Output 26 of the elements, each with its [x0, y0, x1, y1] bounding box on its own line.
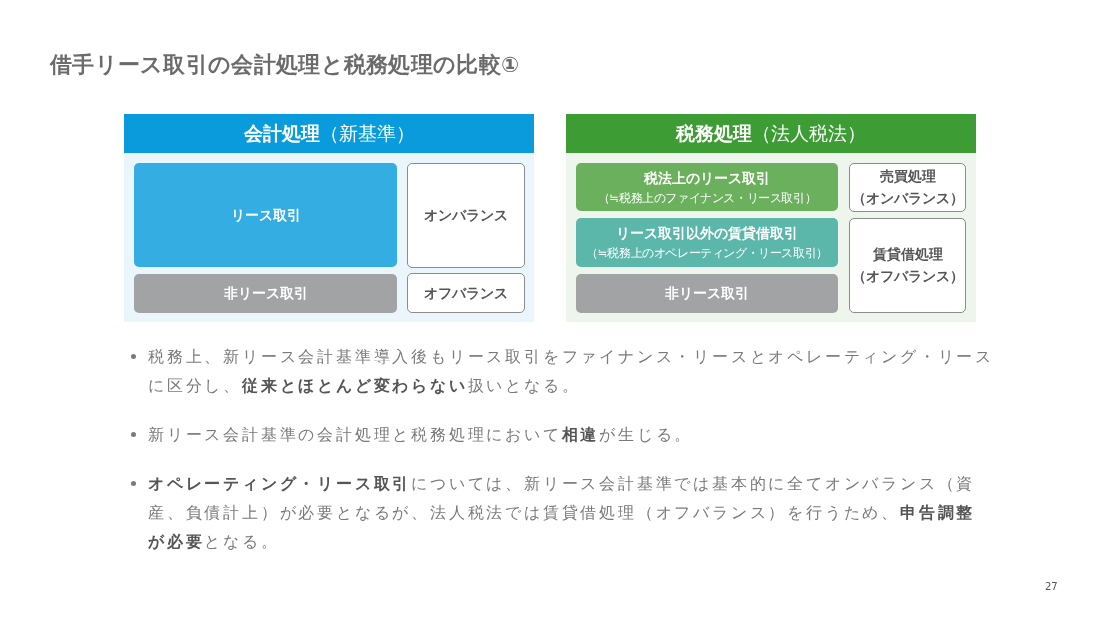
block-title: 賃貸借処理	[872, 245, 943, 264]
comparison-panel	[566, 114, 976, 322]
block-title: 売買処理	[879, 167, 936, 186]
category-block: 非リース取引	[134, 274, 397, 313]
block-note: （≒税務上のオペレーティング・リース取引）	[586, 246, 828, 261]
category-block	[576, 218, 838, 267]
category-block: 非リース取引	[576, 274, 838, 313]
slide-title: 借手リース取引の会計処理と税務処理の比較①	[50, 51, 520, 79]
block-title: リース取引以外の賃貸借取引	[616, 224, 798, 243]
bullet-text: 税務上、新リース会計基準導入後もリース取引をファイナンス・リースとオペレーティング・リースに区分し、従来とほとんど変わらない扱いとなる。	[148, 346, 995, 397]
category-block: リース取引	[134, 163, 397, 267]
block-subtitle: （オフバランス）	[851, 267, 964, 286]
bullet-text: オペレーティング・リース取引については、新リース会計基準では基本的に全てオンバランス（資産、負債計上）が必要となるが、法人税法では賃貸借処理（オフバランス）を行うため、申告調整が必要となる。	[148, 473, 977, 553]
block-title: 税法上のリース取引	[644, 168, 770, 188]
treatment-block: オンバランス	[407, 163, 525, 268]
category-block	[576, 163, 838, 211]
block-subtitle: （オンバランス）	[851, 189, 964, 208]
treatment-block	[849, 163, 966, 212]
treatment-block	[849, 218, 966, 313]
comparison-panel	[124, 114, 534, 322]
panel-header: 会計処理（新基準）	[124, 114, 534, 153]
page-number: 27	[1045, 581, 1058, 592]
panel-header: 税務処理（法人税法）	[566, 114, 976, 153]
block-note: （≒税務上のファイナンス・リース取引）	[597, 190, 817, 206]
treatment-block: オフバランス	[407, 273, 525, 313]
bullet-text: 新リース会計基準の会計処理と税務処理において相違が生じる。	[148, 424, 695, 446]
